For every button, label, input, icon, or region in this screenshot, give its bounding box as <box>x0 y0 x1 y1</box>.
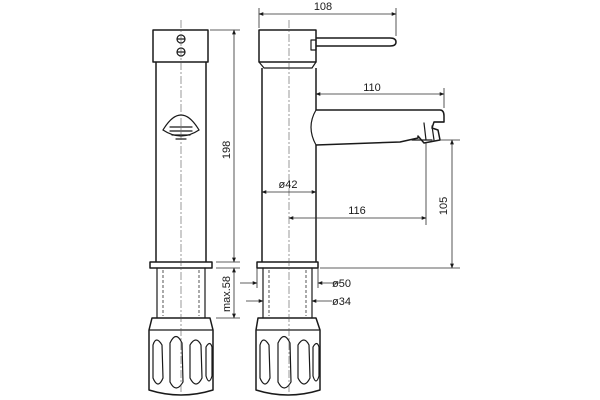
base-diameter-dimension: ø50 <box>240 268 351 290</box>
max-thread-length-label: max.58 <box>221 276 233 312</box>
body-diameter-label: ø42 <box>279 179 298 191</box>
side-head-block <box>258 29 317 63</box>
height-total-label: 198 <box>221 141 233 159</box>
front-view <box>148 20 214 398</box>
spout-length-dimension: 110 <box>315 82 445 108</box>
spout-height-dimension: 105 <box>320 139 460 269</box>
front-fixing-nut <box>148 317 214 396</box>
side-lever-joint <box>310 39 317 51</box>
base-diameter-label: ø50 <box>332 278 351 290</box>
body-diameter-dimension: ø42 <box>261 179 317 194</box>
side-head-taper <box>258 61 317 69</box>
width-total-label: 108 <box>314 1 332 13</box>
thread-diameter-dimension: ø34 <box>246 296 351 308</box>
front-base-flange <box>149 261 213 269</box>
width-dimension: 108 <box>258 1 397 36</box>
spout-reach-label: 116 <box>348 205 366 217</box>
side-lever <box>316 37 397 47</box>
thread-length-dimension: max.58 <box>216 267 240 319</box>
spout-length-label: 110 <box>363 82 381 94</box>
thread-diameter-label: ø34 <box>332 296 351 308</box>
side-view <box>255 20 445 398</box>
side-spout <box>310 109 445 146</box>
height-dimension: 198 <box>210 29 240 263</box>
spout-height-label: 105 <box>438 197 450 215</box>
spout-reach-dimension: 116 <box>288 143 427 225</box>
side-base-flange <box>256 261 319 269</box>
side-fixing-nut <box>255 317 321 396</box>
front-head-block <box>152 29 209 63</box>
